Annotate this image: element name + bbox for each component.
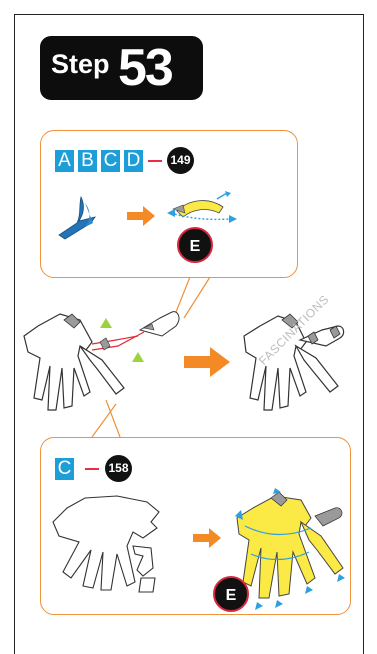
yellow-part-bend-icon: [167, 191, 237, 223]
arrow-right-big-icon: [184, 347, 230, 377]
sheet-count-badge: 149: [167, 147, 194, 174]
step-label: Step: [51, 49, 110, 79]
assembly-before-illustration: [23, 311, 180, 411]
assembly-after-illustration: [243, 313, 345, 411]
part-letter-d: D: [124, 150, 143, 172]
part-letter-b: B: [78, 150, 97, 172]
yellow-part-fold-icon: [235, 488, 345, 610]
sheet-count-badge: 158: [105, 455, 132, 482]
callout-panel-bottom: C 158 E: [40, 437, 351, 615]
dash-separator: [85, 468, 99, 470]
part-letters-top: A B C D: [55, 150, 175, 172]
part-letter-a: A: [55, 150, 74, 172]
step-badge: Step 53: [40, 36, 203, 100]
arrow-right-icon: [127, 206, 155, 226]
instruction-frame: [14, 14, 364, 654]
part-letter-c: C: [101, 150, 120, 172]
sticker-e-badge: E: [213, 576, 249, 612]
step-number: 53: [118, 39, 174, 97]
sticker-e-badge: E: [177, 227, 213, 263]
rotation-triangle-icon: [100, 318, 112, 328]
blue-part-icon: [58, 195, 96, 240]
rotation-triangle-icon: [132, 352, 144, 362]
flat-part-outline-icon: [52, 495, 160, 593]
arrow-right-icon: [193, 528, 221, 548]
dash-separator: [148, 160, 162, 162]
part-letter-c: C: [55, 458, 74, 480]
callout-panel-top: A B C D 149 E: [40, 130, 298, 278]
